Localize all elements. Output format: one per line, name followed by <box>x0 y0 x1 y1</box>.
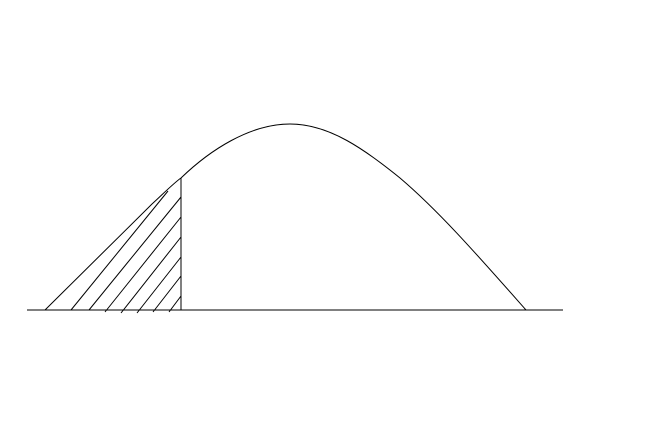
hatch-line <box>70 190 169 311</box>
hatch-line <box>104 216 182 313</box>
hatch-line <box>88 196 182 311</box>
distribution-curve <box>44 123 527 311</box>
hatch-line <box>168 295 182 313</box>
hatch-line <box>120 236 182 314</box>
hatch-line <box>136 256 182 314</box>
hatch-line <box>152 275 182 313</box>
shaded-tail-region <box>70 190 182 314</box>
